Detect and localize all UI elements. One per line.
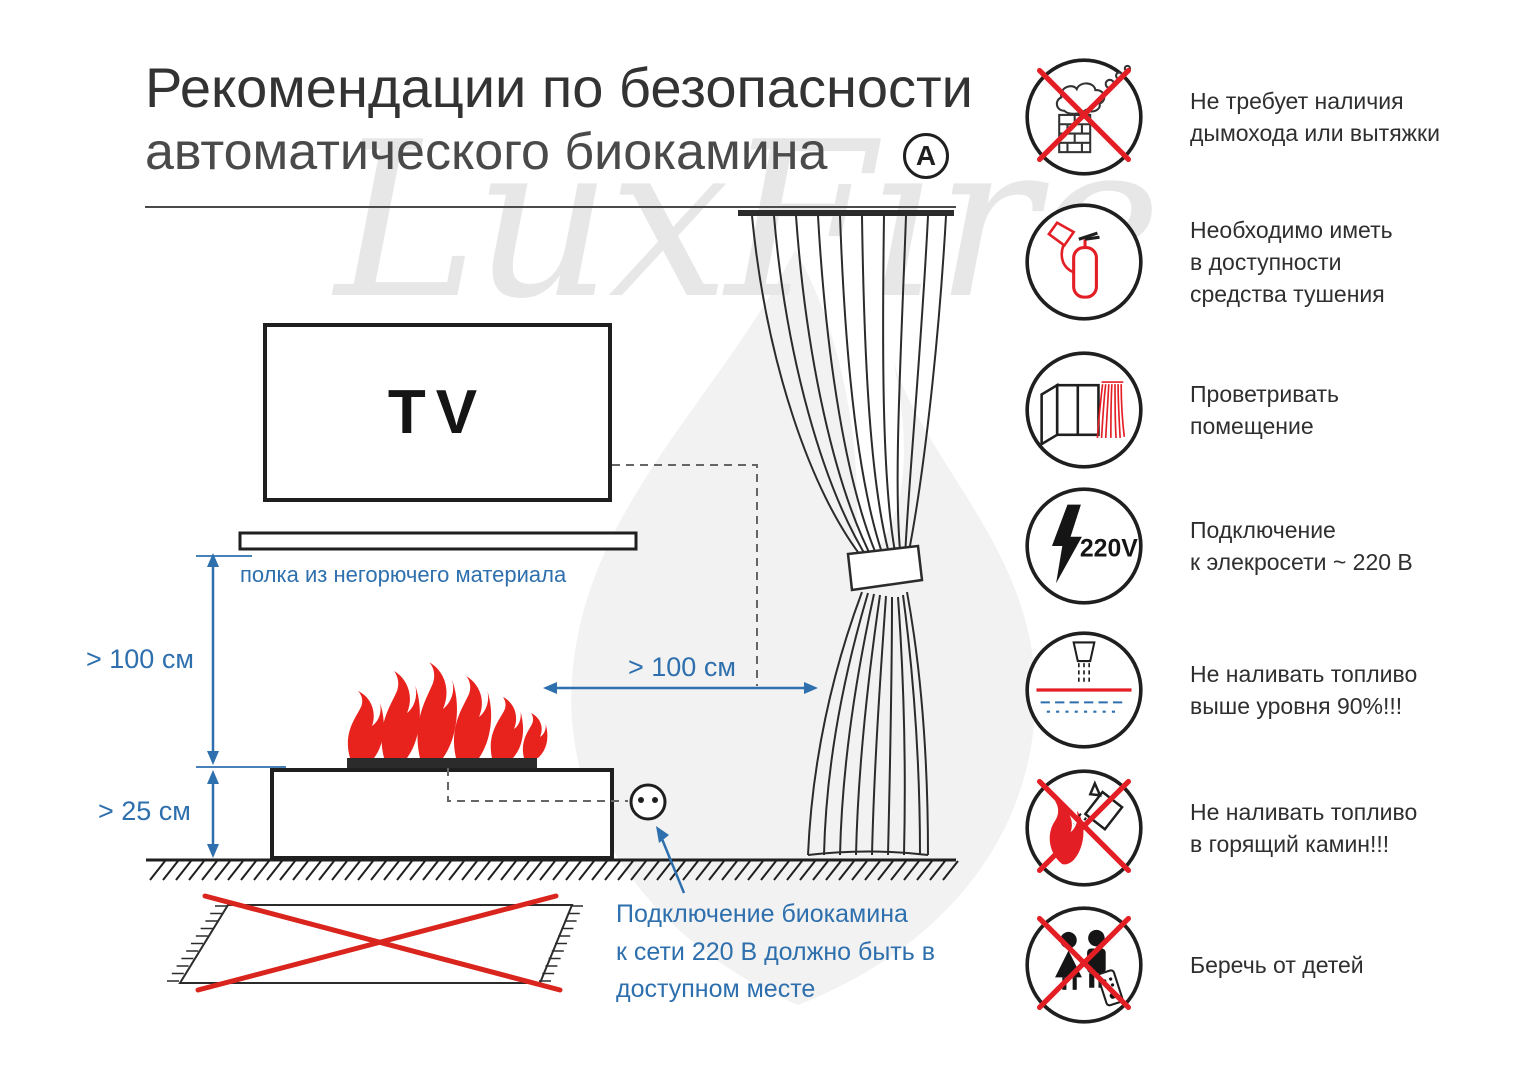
flames-icon (347, 662, 548, 758)
no-chimney-icon (1025, 58, 1143, 176)
safety-item-children: Беречь от детей (1022, 903, 1512, 1027)
tv-outline (263, 323, 612, 502)
no-refill-burning-icon (1025, 769, 1143, 887)
no-carpet-x-icon (195, 893, 563, 993)
safety-item-ventilation: Проветривать помещение (1022, 348, 1512, 472)
page-title-line1: Рекомендации по безопасности (145, 56, 973, 119)
dimension-lines (196, 555, 810, 894)
lightning-bolt-icon (1051, 504, 1082, 584)
fireplace-base (270, 768, 614, 860)
dimension-base-label: > 25 см (98, 796, 191, 826)
safety-item-text: Беречь от детей (1190, 951, 1364, 978)
watermark-text: LuxFire (331, 95, 1157, 346)
ventilation-icon (1025, 351, 1143, 469)
safety-item-no-chimney: Не требует наличия дымохода или вытяжки (1022, 55, 1512, 179)
dimension-arrowheads (207, 553, 818, 858)
safety-item-text: Необходимо иметь в доступности средства … (1190, 216, 1393, 308)
dashed-connector-tv (612, 464, 758, 686)
power-220v-icon: 220V (1025, 487, 1143, 605)
safety-item-text: Не наливать топливо выше уровня 90%!!! (1190, 660, 1418, 719)
shelf-label: полка из негорючего материала (240, 562, 567, 587)
safety-item-fuel-level: Не наливать топливо выше уровня 90%!!! (1022, 628, 1512, 752)
keep-from-children-icon (1025, 906, 1143, 1024)
safety-item-text: Не требует наличия дымохода или вытяжки (1190, 87, 1440, 146)
safety-item-text: Проветривать помещение (1190, 380, 1340, 439)
shelf-outline (238, 531, 638, 551)
dashed-connector-outlet (447, 768, 628, 802)
safety-item-text: Не наливать топливо в горящий камин!!! (1190, 798, 1418, 857)
dimension-curtain-label: > 100 см (628, 652, 736, 682)
curtain-tieback (846, 544, 924, 592)
outlet-icon (629, 783, 667, 821)
safety-item-text: Подключение к элекросети ~ 220 В (1190, 516, 1413, 575)
extinguisher-icon (1025, 203, 1143, 321)
type-a-badge: A (903, 133, 949, 179)
power-voltage-label: 220V (1080, 535, 1138, 562)
carpet-fringe (167, 905, 583, 982)
curtain (738, 210, 954, 856)
burner (347, 758, 537, 768)
tv-label: TV (387, 378, 488, 447)
floor-hatch (149, 860, 959, 881)
safety-item-extinguisher: Необходимо иметь в доступности средства … (1022, 200, 1512, 324)
safety-item-power: 220V Подключение к элекросети ~ 220 В (1022, 484, 1512, 608)
fuel-level-icon (1025, 631, 1143, 749)
watermark-flame-icon (571, 250, 1036, 1005)
page-title-line2: автоматического биокамина (145, 123, 828, 181)
outlet-note: Подключение биокамина к сети 220 В должн… (616, 900, 935, 1003)
dimension-shelf-label: > 100 см (86, 644, 194, 674)
safety-item-no-refill: Не наливать топливо в горящий камин!!! (1022, 766, 1512, 890)
